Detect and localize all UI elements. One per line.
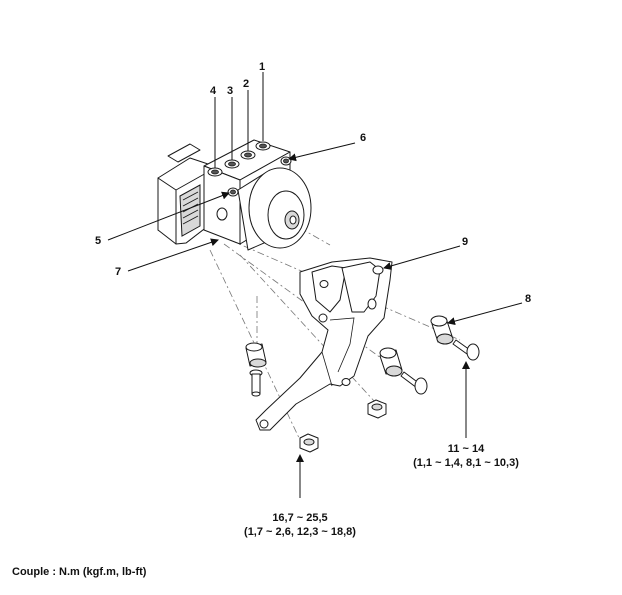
leader-lines <box>107 72 523 498</box>
brake-line-port-1 <box>255 141 271 151</box>
callout-4: 4 <box>210 85 217 97</box>
nut-middle <box>367 399 387 419</box>
brake-line-port-5 <box>227 187 239 197</box>
bolt-center <box>400 371 428 395</box>
mount-bushing-left <box>245 342 267 368</box>
torque-unit-caption: Couple : N.m (kgf.m, lb-ft) <box>12 566 147 578</box>
callout-9: 9 <box>462 236 468 248</box>
bolt-left <box>249 369 263 397</box>
brake-line-port-6 <box>280 156 292 166</box>
callout-1: 1 <box>259 61 265 73</box>
callout-8: 8 <box>525 293 531 305</box>
callout-5: 5 <box>95 235 101 247</box>
callout-2: 2 <box>243 78 249 90</box>
mount-bushing-center <box>379 347 403 377</box>
abs-mounting-bracket <box>255 257 393 431</box>
callout-7: 7 <box>115 266 121 278</box>
nut-lower <box>299 433 319 453</box>
brake-line-port-4 <box>207 167 223 177</box>
torque-bracket-nut-nm: 16,7 ~ 25,5 <box>272 512 327 524</box>
brake-line-port-3 <box>224 159 240 169</box>
abs-ecu-housing <box>157 143 209 245</box>
torque-spec-bracket-bolt: 11 ~ 14 (1,1 ~ 1,4, 8,1 ~ 10,3) <box>413 443 519 469</box>
brake-line-port-2 <box>240 150 256 160</box>
torque-bracket-nut-kgfm-lbft: (1,7 ~ 2,6, 12,3 ~ 18,8) <box>244 526 356 538</box>
callout-6: 6 <box>360 132 366 144</box>
torque-bracket-bolt-nm: 11 ~ 14 <box>448 443 485 455</box>
torque-spec-bracket-nut: 16,7 ~ 25,5 (1,7 ~ 2,6, 12,3 ~ 18,8) <box>244 512 356 538</box>
bolt-right <box>452 339 480 361</box>
torque-bracket-bolt-kgfm-lbft: (1,1 ~ 1,4, 8,1 ~ 10,3) <box>413 457 519 469</box>
mount-bushing-right <box>430 315 454 345</box>
pump-motor <box>237 167 312 251</box>
callout-3: 3 <box>227 85 233 97</box>
callout-labels: 1 2 3 4 5 6 7 8 9 <box>95 61 531 305</box>
